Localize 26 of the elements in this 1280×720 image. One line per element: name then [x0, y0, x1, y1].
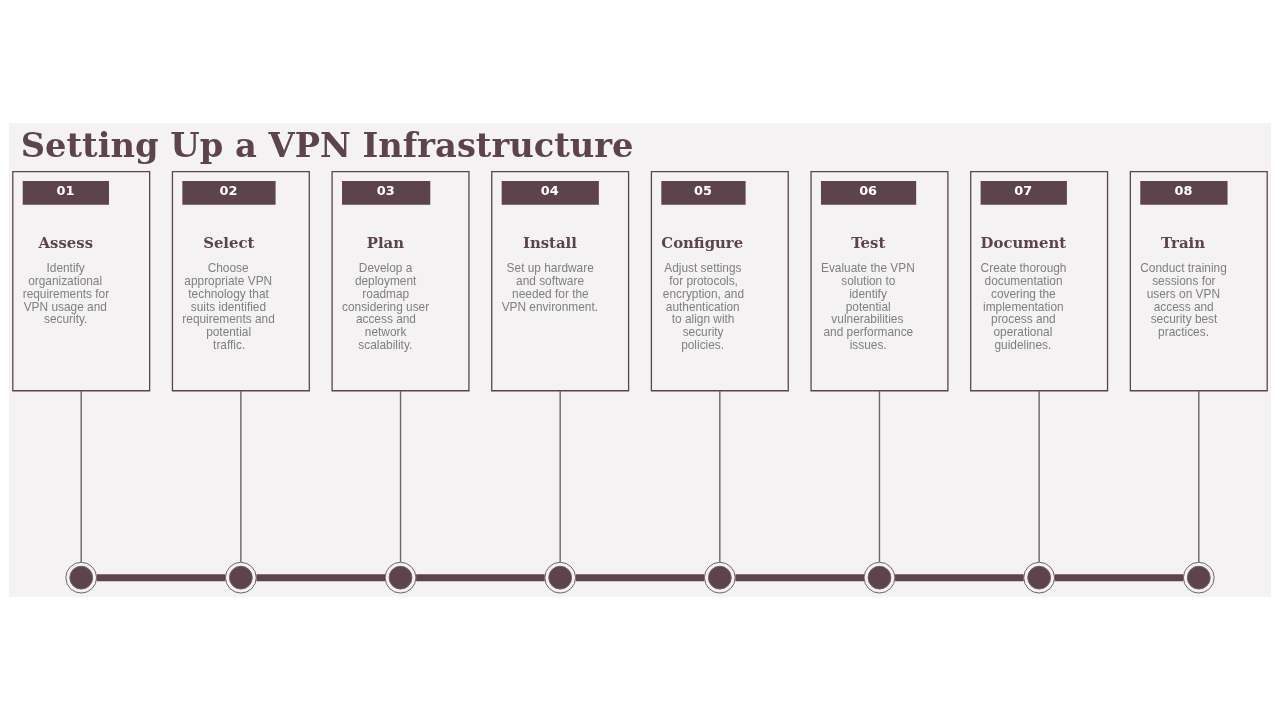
node-box: 01 Assess Identify organizational requirements for VPN usage and security.: [12, 170, 151, 392]
node-box: 03 Plan Develop a deployment roadmap considering user access and network scalability.: [331, 170, 470, 392]
diagram-title: Setting Up a VPN Infrastructure: [20, 124, 634, 165]
node-box: 06 Test Evaluate the VPN solution to identify potential vulnerabilities and performance issues.: [810, 170, 949, 392]
node-box: 08 Train Conduct training sessions for users on VPN access and security best practices.: [1129, 170, 1268, 392]
connector: [240, 390, 242, 563]
connector: [1038, 390, 1040, 563]
node-box: 07 Document Create thorough documentation covering the implementation process and operational guidelines.: [970, 170, 1109, 392]
node-box: 02 Select Choose appropriate VPN technology that suits identified requirements and potential traffic.: [171, 170, 310, 392]
connector: [575, 574, 705, 582]
node-circle: [863, 561, 896, 594]
connector: [399, 390, 402, 563]
connector: [80, 390, 82, 563]
connector: [878, 390, 881, 563]
node-circle: [65, 561, 98, 594]
connector: [559, 390, 561, 563]
node-circle: [544, 561, 577, 594]
node-circle: [1182, 561, 1215, 594]
connector: [1054, 574, 1184, 582]
connector: [96, 574, 226, 582]
node-box: 05 Configure Adjust settings for protocols, encryption, and authentication to align with security policies.: [650, 170, 789, 392]
node-circle: [703, 561, 736, 594]
connector: [719, 390, 721, 563]
connector: [1198, 390, 1200, 563]
node-box: 04 Install Set up hardware and software needed for the VPN environment.: [491, 170, 630, 392]
node-circle: [384, 561, 417, 594]
